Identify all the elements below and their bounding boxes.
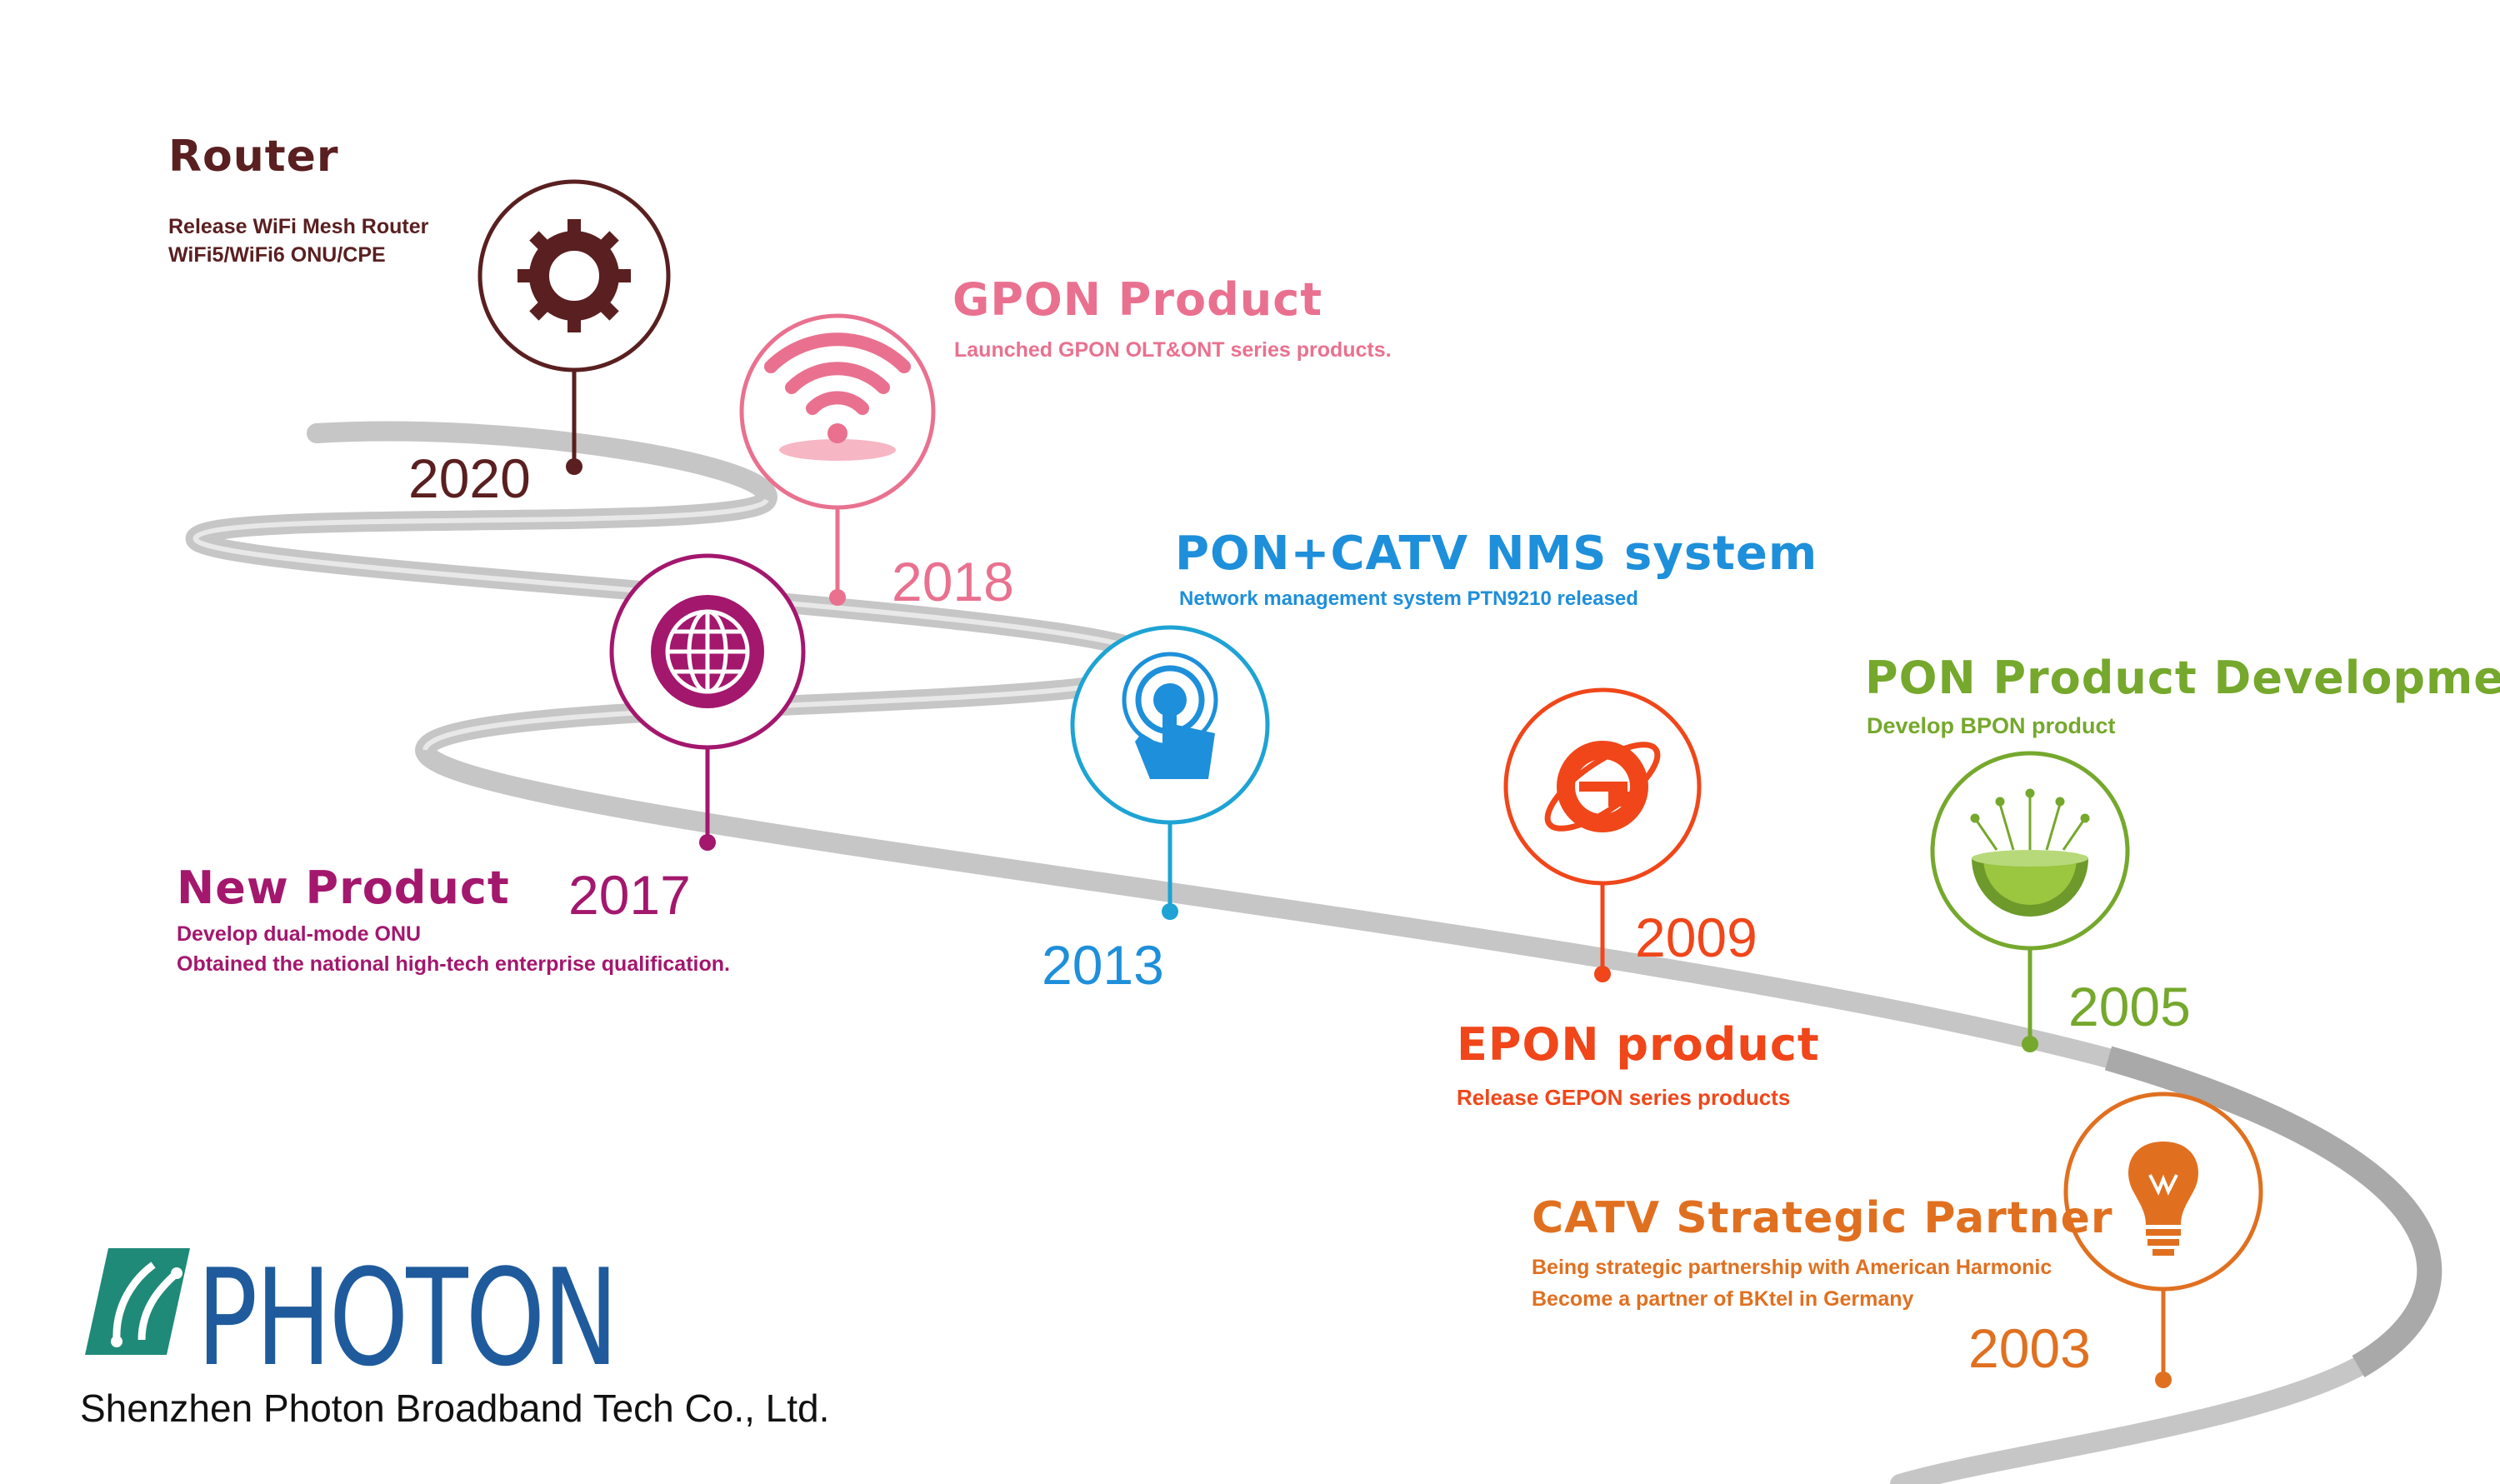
milestone-2017-desc: Develop dual-mode ONU xyxy=(177,922,422,946)
globe-icon xyxy=(651,595,764,708)
milestone-2018-desc: Launched GPON OLT&ONT series products. xyxy=(954,338,1392,362)
gear-icon xyxy=(518,219,631,332)
milestone-2017-year: 2017 xyxy=(568,864,691,926)
milestone-2003-desc: Being strategic partnership with America… xyxy=(1532,1256,2052,1279)
milestone-2018-year: 2018 xyxy=(892,551,1014,612)
brand-name: PHOTON xyxy=(197,1240,618,1396)
milestone-2020-desc: Release WiFi Mesh Router xyxy=(168,215,429,238)
milestone-2017-heading: New Product xyxy=(177,862,510,914)
photon-logo-icon xyxy=(85,1248,190,1355)
milestone-2018-heading: GPON Product xyxy=(952,273,1323,326)
milestone-2003-heading: CATV Strategic Partner xyxy=(1532,1193,2113,1243)
milestone-2013-year: 2013 xyxy=(1042,934,1164,996)
milestone-2005-year: 2005 xyxy=(2068,976,2191,1037)
milestone-2005-desc: Develop BPON product xyxy=(1867,713,2116,738)
company-name: Shenzhen Photon Broadband Tech Co., Ltd. xyxy=(80,1387,830,1430)
milestone-2020-desc-2: WiFi5/WiFi6 ONU/CPE xyxy=(168,243,386,267)
milestone-2009-heading: EPON product xyxy=(1457,1018,1820,1071)
internet-explorer-icon xyxy=(1544,741,1661,832)
milestone-2009-desc: Release GEPON series products xyxy=(1457,1085,1791,1110)
milestone-2003-year: 2003 xyxy=(1968,1317,2091,1379)
milestone-2020-heading: Router xyxy=(168,132,339,182)
touch-icon xyxy=(1122,652,1218,779)
milestone-2005-heading: PON Product Development xyxy=(1865,652,2500,704)
milestone-2017-desc-2: Obtained the national high-tech enterpri… xyxy=(177,952,730,976)
milestone-2003-desc-2: Become a partner of BKtel in Germany xyxy=(1532,1287,1914,1311)
wifi-icon xyxy=(764,332,911,461)
circuit-globe-icon xyxy=(1970,788,2090,917)
milestone-2013-desc: Network management system PTN9210 releas… xyxy=(1179,587,1638,610)
lightbulb-icon xyxy=(2128,1142,2198,1256)
milestone-2009-year: 2009 xyxy=(1635,907,1758,968)
milestone-2020-year: 2020 xyxy=(408,447,531,509)
milestone-2013-heading: PON+CATV NMS system xyxy=(1175,527,1818,581)
